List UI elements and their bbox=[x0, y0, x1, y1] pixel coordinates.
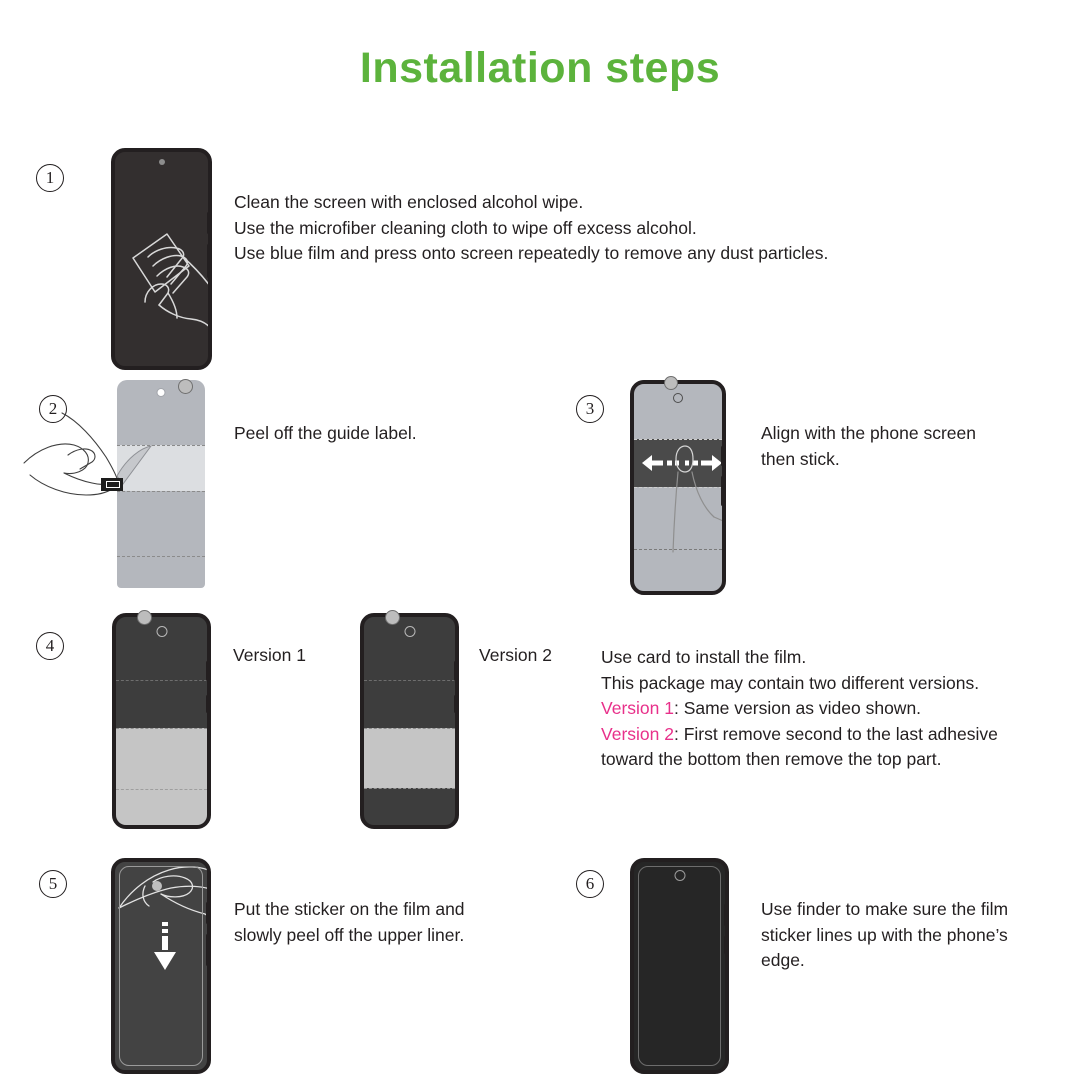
step-3-text: Align with the phone screen then stick. bbox=[761, 421, 976, 472]
step-2-line-1: Peel off the guide label. bbox=[234, 423, 417, 443]
dash-line-top bbox=[634, 439, 722, 440]
step-2-hand-graphic bbox=[23, 412, 119, 496]
step-3-phone-illustration bbox=[630, 380, 726, 595]
version-2-label: Version 2 bbox=[479, 645, 552, 665]
front-camera-icon bbox=[674, 870, 685, 881]
step-5-text: Put the sticker on the film and slowly p… bbox=[234, 897, 465, 948]
dash-line-top bbox=[364, 680, 455, 681]
step-6-number: 6 bbox=[576, 870, 604, 898]
front-camera-icon bbox=[404, 626, 415, 637]
version-1-label: Version 1 bbox=[233, 645, 306, 665]
guide-label-knob-icon bbox=[178, 379, 193, 394]
version-1-light-section bbox=[116, 728, 207, 825]
pull-tab-icon bbox=[101, 478, 123, 491]
volume-button-icon bbox=[720, 476, 722, 506]
step-4-trailing-line: toward the bottom then remove the top pa… bbox=[601, 749, 942, 769]
step-3-screen bbox=[634, 384, 722, 591]
align-arrows-icon bbox=[642, 445, 722, 553]
dash-line-bottom bbox=[364, 788, 455, 789]
film-knob-icon bbox=[664, 376, 678, 390]
volume-button-icon bbox=[723, 936, 725, 954]
step-1-number: 1 bbox=[36, 164, 64, 192]
step-1-line-3: Use blue film and press onto screen repe… bbox=[234, 243, 829, 263]
step-6-phone-illustration bbox=[630, 858, 729, 1074]
page-title: Installation steps bbox=[359, 44, 721, 92]
power-button-icon bbox=[205, 661, 207, 681]
peel-direction-arrow-icon bbox=[154, 922, 176, 970]
front-camera-icon bbox=[156, 626, 167, 637]
version-2-note-rest: : First remove second to the last adhesi… bbox=[673, 723, 998, 744]
step-6-line-1: Use finder to make sure the film bbox=[761, 899, 1009, 919]
step-3-line-1: Align with the phone screen bbox=[761, 423, 976, 443]
front-camera-icon bbox=[158, 159, 165, 165]
power-button-icon bbox=[206, 212, 208, 234]
step-4-line-1: Use card to install the film. bbox=[601, 647, 807, 667]
step-4-version-note-2: Version 2: First remove second to the la… bbox=[601, 722, 998, 748]
step-4-version-1-phone bbox=[112, 613, 211, 829]
step-1-text: Clean the screen with enclosed alcohol w… bbox=[234, 190, 828, 267]
power-button-icon bbox=[205, 902, 207, 924]
step-5-number: 5 bbox=[39, 870, 67, 898]
dash-line-mid bbox=[364, 728, 455, 729]
dash-line-mid bbox=[634, 487, 722, 488]
step-4-version-note-1: Version 1: Same version as video shown. bbox=[601, 696, 998, 722]
version-1-knob-icon bbox=[137, 610, 152, 625]
volume-button-icon bbox=[205, 934, 207, 966]
version-1-screen bbox=[116, 617, 207, 825]
step-1-screen bbox=[115, 152, 208, 366]
step-4-number: 4 bbox=[36, 632, 64, 660]
step-1-line-2: Use the microfiber cleaning cloth to wip… bbox=[234, 217, 697, 238]
dash-line-top bbox=[117, 445, 205, 446]
power-button-icon bbox=[723, 904, 725, 926]
version-2-knob-icon bbox=[385, 610, 400, 625]
volume-button-icon bbox=[205, 695, 207, 713]
power-button-icon bbox=[720, 446, 722, 466]
step-5-screen bbox=[115, 862, 207, 1070]
step-4-version-2-phone bbox=[360, 613, 459, 829]
step-3-line-2: then stick. bbox=[761, 448, 840, 469]
step-6-text: Use finder to make sure the film sticker… bbox=[761, 897, 1008, 974]
screen-inner-outline bbox=[638, 866, 721, 1066]
step-2-number: 2 bbox=[39, 395, 67, 423]
dash-line-mid bbox=[117, 491, 205, 492]
volume-button-icon bbox=[453, 695, 455, 713]
step-2-film-illustration bbox=[117, 380, 205, 588]
step-6-line-3: edge. bbox=[761, 950, 805, 970]
step-6-screen bbox=[634, 862, 725, 1070]
step-1-line-1: Clean the screen with enclosed alcohol w… bbox=[234, 192, 584, 212]
step-4-line-2: This package may contain two different v… bbox=[601, 672, 980, 693]
version-2-tag: Version 2 bbox=[601, 723, 674, 744]
power-button-icon bbox=[453, 661, 455, 681]
version-2-light-section bbox=[364, 728, 455, 788]
front-camera-icon bbox=[673, 393, 683, 403]
step-4-text: Use card to install the film. This packa… bbox=[601, 645, 998, 773]
lifted-corner-graphic bbox=[117, 445, 153, 485]
hand-wipe-graphic bbox=[132, 233, 208, 327]
step-5-line-2: slowly peel off the upper liner. bbox=[234, 924, 465, 945]
step-1-phone-illustration bbox=[111, 148, 212, 370]
dash-line-bottom bbox=[116, 789, 207, 790]
dash-line-top bbox=[116, 680, 207, 681]
step-3-number: 3 bbox=[576, 395, 604, 423]
step-2-text: Peel off the guide label. bbox=[234, 421, 417, 447]
version-2-screen bbox=[364, 617, 455, 825]
version-1-note-rest: : Same version as video shown. bbox=[673, 698, 922, 718]
volume-button-icon bbox=[206, 244, 208, 278]
step-5-line-1: Put the sticker on the film and bbox=[234, 899, 465, 919]
camera-cutout-icon bbox=[156, 388, 166, 397]
version-1-tag: Version 1 bbox=[601, 698, 674, 718]
step-5-phone-illustration bbox=[111, 858, 211, 1074]
dash-line-bottom bbox=[117, 556, 205, 557]
step-6-line-2: sticker lines up with the phone’s bbox=[761, 924, 1008, 945]
dash-line-mid bbox=[116, 728, 207, 729]
dash-line-bottom bbox=[634, 549, 722, 550]
